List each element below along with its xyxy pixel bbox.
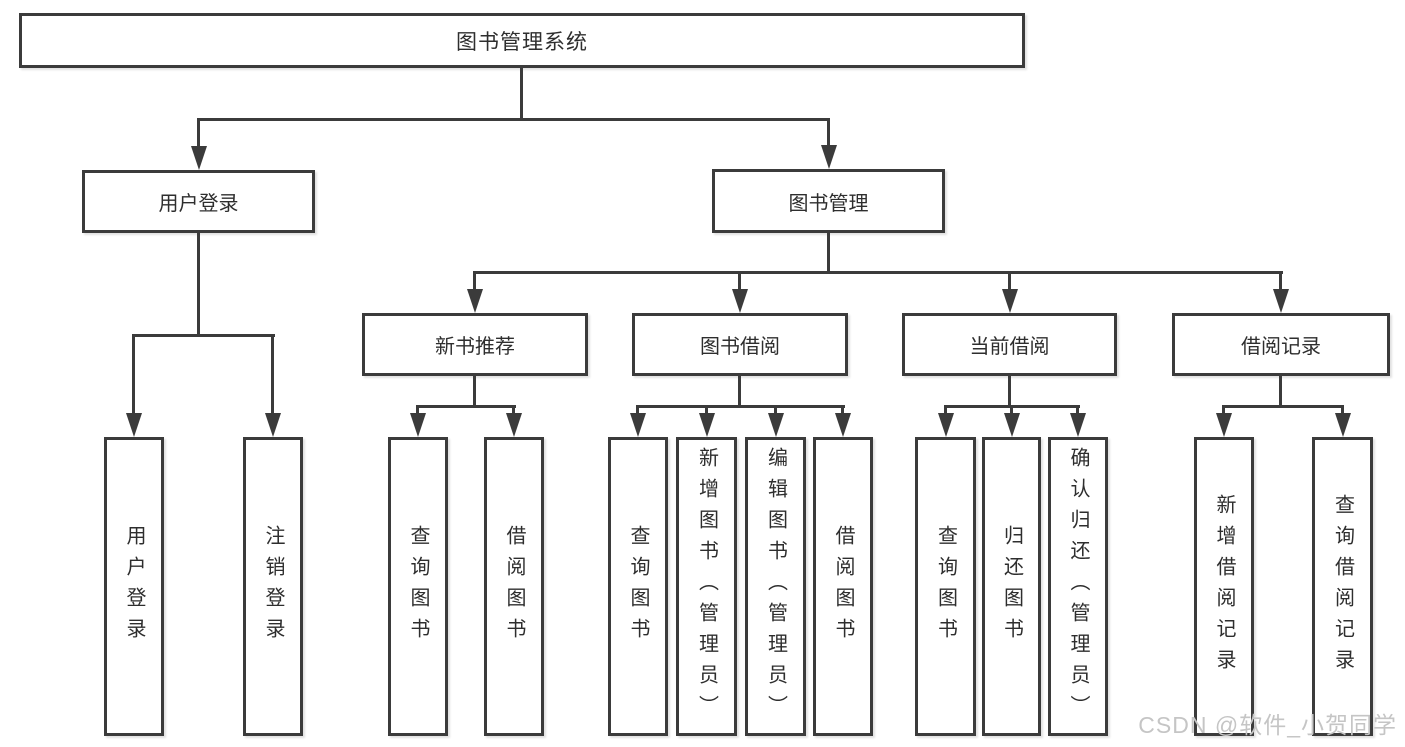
leaf-bb-edit-book-admin: 编辑图书（管理员） <box>745 437 806 736</box>
leaf-bb-borrow-book: 借阅图书 <box>813 437 873 736</box>
node-book-management: 图书管理 <box>712 169 945 233</box>
connector-line <box>1008 271 1011 295</box>
arrow-down-icon <box>126 413 142 437</box>
arrow-down-icon <box>630 413 646 437</box>
arrow-down-icon <box>1001 289 1018 313</box>
leaf-user-login: 用户登录 <box>104 437 164 736</box>
connector-line <box>1222 405 1344 408</box>
arrow-down-icon <box>1334 413 1351 437</box>
arrow-down-icon <box>1273 289 1289 313</box>
connector-line <box>827 118 830 150</box>
leaf-br-add-record: 新增借阅记录 <box>1194 437 1254 736</box>
leaf-bb-query-book: 查询图书 <box>608 437 668 736</box>
arrow-down-icon <box>835 413 851 437</box>
node-borrow-record: 借阅记录 <box>1172 313 1390 376</box>
arrow-down-icon <box>1070 413 1086 437</box>
arrow-down-icon <box>937 413 954 437</box>
leaf-rec-borrow-book: 借阅图书 <box>484 437 544 736</box>
connector-line <box>1341 405 1344 419</box>
connector-line <box>1008 376 1011 408</box>
arrow-down-icon <box>1003 413 1020 437</box>
connector-line <box>473 376 476 408</box>
connector-line <box>520 68 523 121</box>
connector-line <box>1010 405 1013 419</box>
connector-line <box>841 405 844 419</box>
arrow-down-icon <box>767 413 784 437</box>
node-user-login: 用户登录 <box>82 170 315 233</box>
leaf-rec-query-book: 查询图书 <box>388 437 448 736</box>
arrow-down-icon <box>820 145 837 169</box>
arrow-down-icon <box>265 413 281 437</box>
connector-line <box>473 271 1283 274</box>
node-current-borrow: 当前借阅 <box>902 313 1117 376</box>
leaf-bb-add-book-admin: 新增图书（管理员） <box>676 437 737 736</box>
connector-line <box>774 405 777 419</box>
node-book-borrow: 图书借阅 <box>632 313 848 376</box>
connector-line <box>944 405 947 419</box>
connector-line <box>738 376 741 408</box>
connector-line <box>1279 271 1282 295</box>
node-new-book-recommend: 新书推荐 <box>362 313 588 376</box>
arrow-down-icon <box>410 413 426 437</box>
arrow-down-icon <box>732 289 748 313</box>
connector-line <box>1076 405 1079 419</box>
connector-line <box>705 405 708 419</box>
arrow-down-icon <box>1216 413 1232 437</box>
connector-line <box>416 405 516 408</box>
arrow-down-icon <box>698 413 715 437</box>
connector-line <box>1279 376 1282 408</box>
leaf-cb-query-book: 查询图书 <box>915 437 976 736</box>
connector-line <box>738 271 741 295</box>
node-root: 图书管理系统 <box>19 13 1025 68</box>
connector-line <box>636 405 639 419</box>
connector-line <box>271 334 274 416</box>
connector-line <box>473 271 476 295</box>
arrow-down-icon <box>467 289 483 313</box>
connector-line <box>512 405 515 419</box>
connector-line <box>132 334 135 416</box>
connector-line <box>827 233 830 274</box>
connector-line <box>132 334 275 337</box>
leaf-br-query-record: 查询借阅记录 <box>1312 437 1373 736</box>
connector-line <box>1222 405 1225 419</box>
arrow-down-icon <box>190 146 207 170</box>
arrow-down-icon <box>506 413 522 437</box>
connector-line <box>197 233 200 337</box>
connector-line <box>416 405 419 419</box>
connector-line <box>197 118 200 150</box>
leaf-logout: 注销登录 <box>243 437 303 736</box>
leaf-cb-return-book: 归还图书 <box>982 437 1041 736</box>
leaf-cb-confirm-return-admin: 确认归还（管理员） <box>1048 437 1108 736</box>
connector-line <box>197 118 830 121</box>
connector-line <box>636 405 845 408</box>
